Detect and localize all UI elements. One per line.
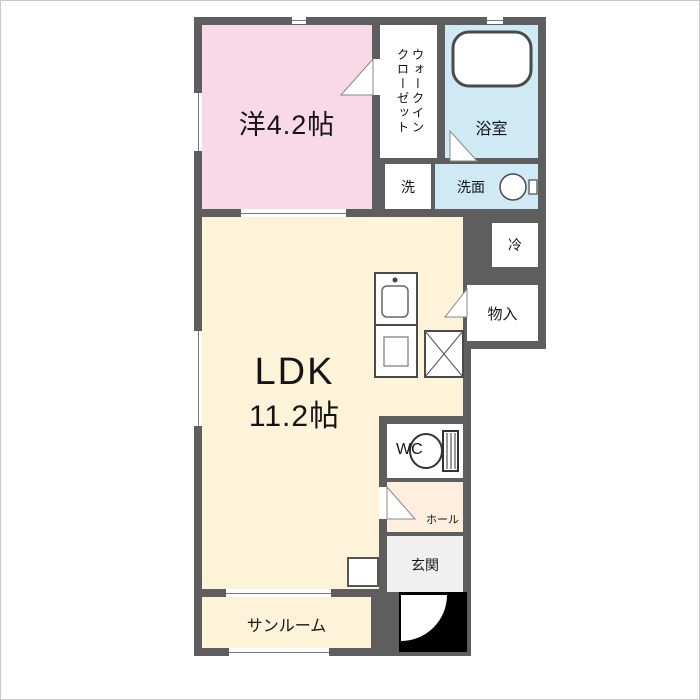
room-entrance-label: 玄関 xyxy=(411,557,439,573)
room-sunroom xyxy=(202,597,371,648)
room-walk-in-closet xyxy=(380,25,437,158)
wic-label-line-1: ウォークイン xyxy=(409,48,424,135)
room-bathroom-label: 浴室 xyxy=(475,121,508,138)
door-gap-western xyxy=(372,59,380,95)
shoe-cabinet xyxy=(347,557,379,587)
room-western xyxy=(202,25,372,209)
room-laundry xyxy=(385,164,431,209)
room-walk-in-closet-label: ウォークイン クローゼット xyxy=(380,25,437,158)
room-entrance xyxy=(387,536,463,592)
room-ldk-upper xyxy=(202,217,463,416)
window-ldk-left xyxy=(194,331,202,426)
window-western-left xyxy=(194,93,202,151)
closet-storage xyxy=(467,285,538,341)
wic-label-line-2: クローゼット xyxy=(394,48,409,135)
sliding-door-ldk-sunroom xyxy=(226,589,331,597)
ldk-name: LDK xyxy=(254,351,335,393)
door-gap-ldk-hall xyxy=(379,487,387,519)
refrigerator-label: 冷 xyxy=(508,237,522,253)
room-washroom-label: 洗面 xyxy=(457,178,485,195)
window-bathroom-top xyxy=(487,17,503,24)
room-western-label: 洋4.2帖 xyxy=(238,110,336,140)
window-western-top xyxy=(292,17,306,24)
storage-label: 物入 xyxy=(487,305,518,323)
sliding-door-western-ldk xyxy=(241,209,346,217)
room-sunroom-label: サンルーム xyxy=(246,618,327,635)
room-ldk-label: LDK 11.2帖 xyxy=(202,351,387,435)
room-wc-label: WC xyxy=(396,441,423,458)
entrance-porch xyxy=(399,592,467,652)
room-laundry-label: 洗 xyxy=(401,178,415,195)
niche-refrigerator xyxy=(492,223,538,267)
window-sunroom-bottom xyxy=(229,648,329,656)
ldk-size: 11.2帖 xyxy=(248,400,341,433)
room-hall-label: ホール xyxy=(426,514,459,526)
